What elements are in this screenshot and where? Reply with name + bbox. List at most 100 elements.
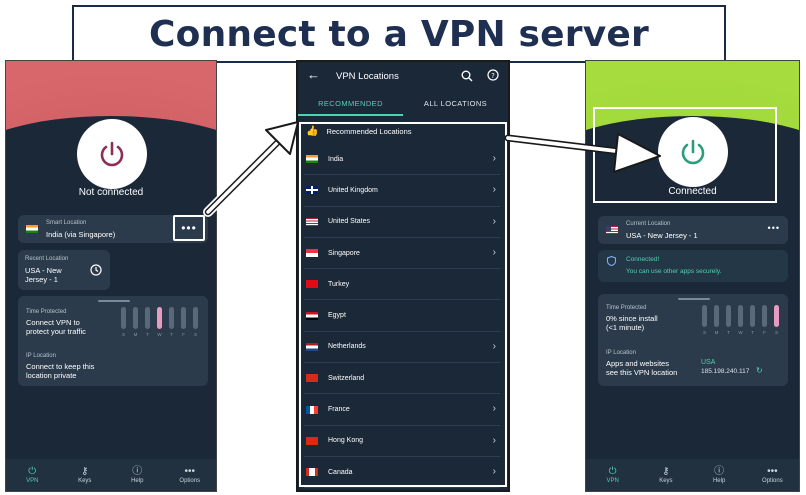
help-icon: ⓘ: [132, 466, 143, 477]
more-dots-icon[interactable]: •••: [767, 223, 780, 233]
usage-bars: [121, 307, 198, 329]
location-row-singapore[interactable]: Singapore ›: [304, 238, 500, 270]
location-row-hong-kong[interactable]: Hong Kong ›: [304, 426, 500, 457]
nav-vpn[interactable]: ⏻VPN: [26, 466, 39, 484]
india-flag-icon: [26, 225, 38, 233]
left-phone-screen: Not connected Smart Location India (via …: [5, 60, 217, 492]
current-location-card[interactable]: Current Location USA - New Jersey - 1 ••…: [598, 216, 788, 244]
hk-flag-icon: [306, 436, 318, 445]
power-icon: ⏻: [28, 466, 37, 477]
power-icon: [681, 139, 705, 165]
fr-flag-icon: [306, 405, 318, 414]
location-row-egypt[interactable]: Egypt: [304, 300, 500, 332]
banner-title: Connect to a VPN server: [149, 13, 649, 55]
help-icon: ⓘ: [714, 466, 725, 477]
smart-location-card[interactable]: Smart Location India (via Singapore): [18, 215, 208, 243]
stats-card: Time Protected Connect VPN to protect yo…: [18, 296, 208, 386]
power-icon: [100, 141, 124, 167]
location-name: Hong Kong: [328, 437, 364, 445]
screen-title: VPN Locations: [336, 71, 399, 82]
chevron-right-icon[interactable]: ›: [492, 465, 496, 477]
location-row-france[interactable]: France ›: [304, 394, 500, 426]
arrow-to-list-icon: [203, 121, 299, 217]
chevron-right-icon[interactable]: ›: [492, 403, 496, 415]
chevron-right-icon[interactable]: ›: [492, 246, 496, 258]
nav-vpn[interactable]: ⏻VPN: [606, 466, 619, 484]
location-row-india[interactable]: India ›: [304, 144, 500, 176]
back-arrow-icon[interactable]: ←: [307, 67, 320, 82]
more-dots-icon: •••: [181, 221, 197, 235]
ca-flag-icon: [306, 468, 318, 477]
location-row-switzerland[interactable]: Switzerland: [304, 363, 500, 395]
help-icon[interactable]: ?: [487, 69, 499, 81]
uk-flag-icon: [306, 186, 318, 195]
chevron-right-icon[interactable]: ›: [492, 184, 496, 196]
location-tabs: RECOMMENDED ALL LOCATIONS: [298, 92, 508, 116]
location-name: Turkey: [328, 280, 350, 288]
nav-keys[interactable]: ⚷Keys: [78, 466, 92, 484]
shield-icon: [607, 256, 616, 266]
power-button[interactable]: [77, 119, 147, 189]
key-icon: ⚷: [81, 466, 89, 477]
chevron-right-icon[interactable]: ›: [492, 153, 496, 164]
location-name: Singapore: [328, 249, 360, 257]
location-name: United Kingdom: [328, 186, 378, 194]
nav-keys[interactable]: ⚷Keys: [659, 466, 673, 484]
location-name: Switzerland: [328, 374, 365, 382]
recommended-highlight-box: [299, 122, 507, 487]
location-row-netherlands[interactable]: Netherlands ›: [304, 332, 500, 364]
connected-message-card: Connected! You can use other apps secure…: [598, 250, 788, 282]
location-name: India: [328, 155, 344, 163]
more-dots-icon: •••: [767, 466, 778, 477]
recent-location-card[interactable]: Recent Location USA - New Jersey - 1: [18, 250, 110, 290]
location-row-united-states[interactable]: United States ›: [304, 207, 500, 238]
location-name: Egypt: [328, 312, 346, 320]
nl-flag-icon: [306, 342, 318, 351]
chevron-right-icon[interactable]: ›: [492, 340, 496, 352]
in-flag-icon: [306, 155, 318, 164]
more-dots-icon: •••: [184, 466, 195, 477]
location-row-united-kingdom[interactable]: United Kingdom ›: [304, 175, 500, 207]
middle-phone-screen: ← VPN Locations ? RECOMMENDED ALL LOCATI…: [296, 60, 510, 492]
list-header: 👍 Recommended Locations: [306, 126, 412, 137]
location-name: United States: [328, 218, 371, 226]
search-icon[interactable]: [461, 70, 473, 82]
connected-highlight-box: [593, 107, 777, 203]
nav-options[interactable]: •••Options: [762, 466, 783, 484]
refresh-icon[interactable]: ↻: [756, 366, 763, 375]
connection-status: Connected: [668, 186, 717, 197]
sg-flag-icon: [306, 249, 318, 258]
ch-flag-icon: [306, 374, 318, 383]
tab-all-locations[interactable]: ALL LOCATIONS: [423, 99, 488, 108]
svg-text:?: ?: [491, 72, 495, 80]
location-row-canada[interactable]: Canada ›: [304, 457, 500, 489]
chevron-right-icon[interactable]: ›: [492, 434, 496, 446]
us-flag-icon: [306, 217, 318, 226]
power-button[interactable]: [658, 117, 728, 187]
location-name: Netherlands: [328, 343, 366, 351]
more-options-button[interactable]: •••: [173, 215, 205, 241]
tr-flag-icon: [306, 280, 318, 289]
connection-status: Not connected: [78, 187, 144, 198]
location-name: France: [328, 406, 350, 414]
location-name: Canada: [328, 468, 353, 476]
tab-recommended[interactable]: RECOMMENDED: [298, 92, 403, 116]
stats-card: Time Protected 0% since install (<1 minu…: [598, 294, 788, 386]
power-icon: ⏻: [608, 466, 617, 477]
arrow-to-connected-icon: [504, 133, 661, 173]
thumbs-up-icon: 👍: [306, 126, 319, 137]
nav-options[interactable]: •••Options: [179, 466, 201, 484]
chevron-right-icon[interactable]: ›: [492, 215, 496, 227]
clock-icon: [90, 264, 102, 276]
location-row-turkey[interactable]: Turkey: [304, 269, 500, 301]
key-icon: ⚷: [662, 466, 670, 477]
usage-bars: [702, 305, 779, 327]
top-bar: ← VPN Locations ?: [298, 62, 508, 90]
